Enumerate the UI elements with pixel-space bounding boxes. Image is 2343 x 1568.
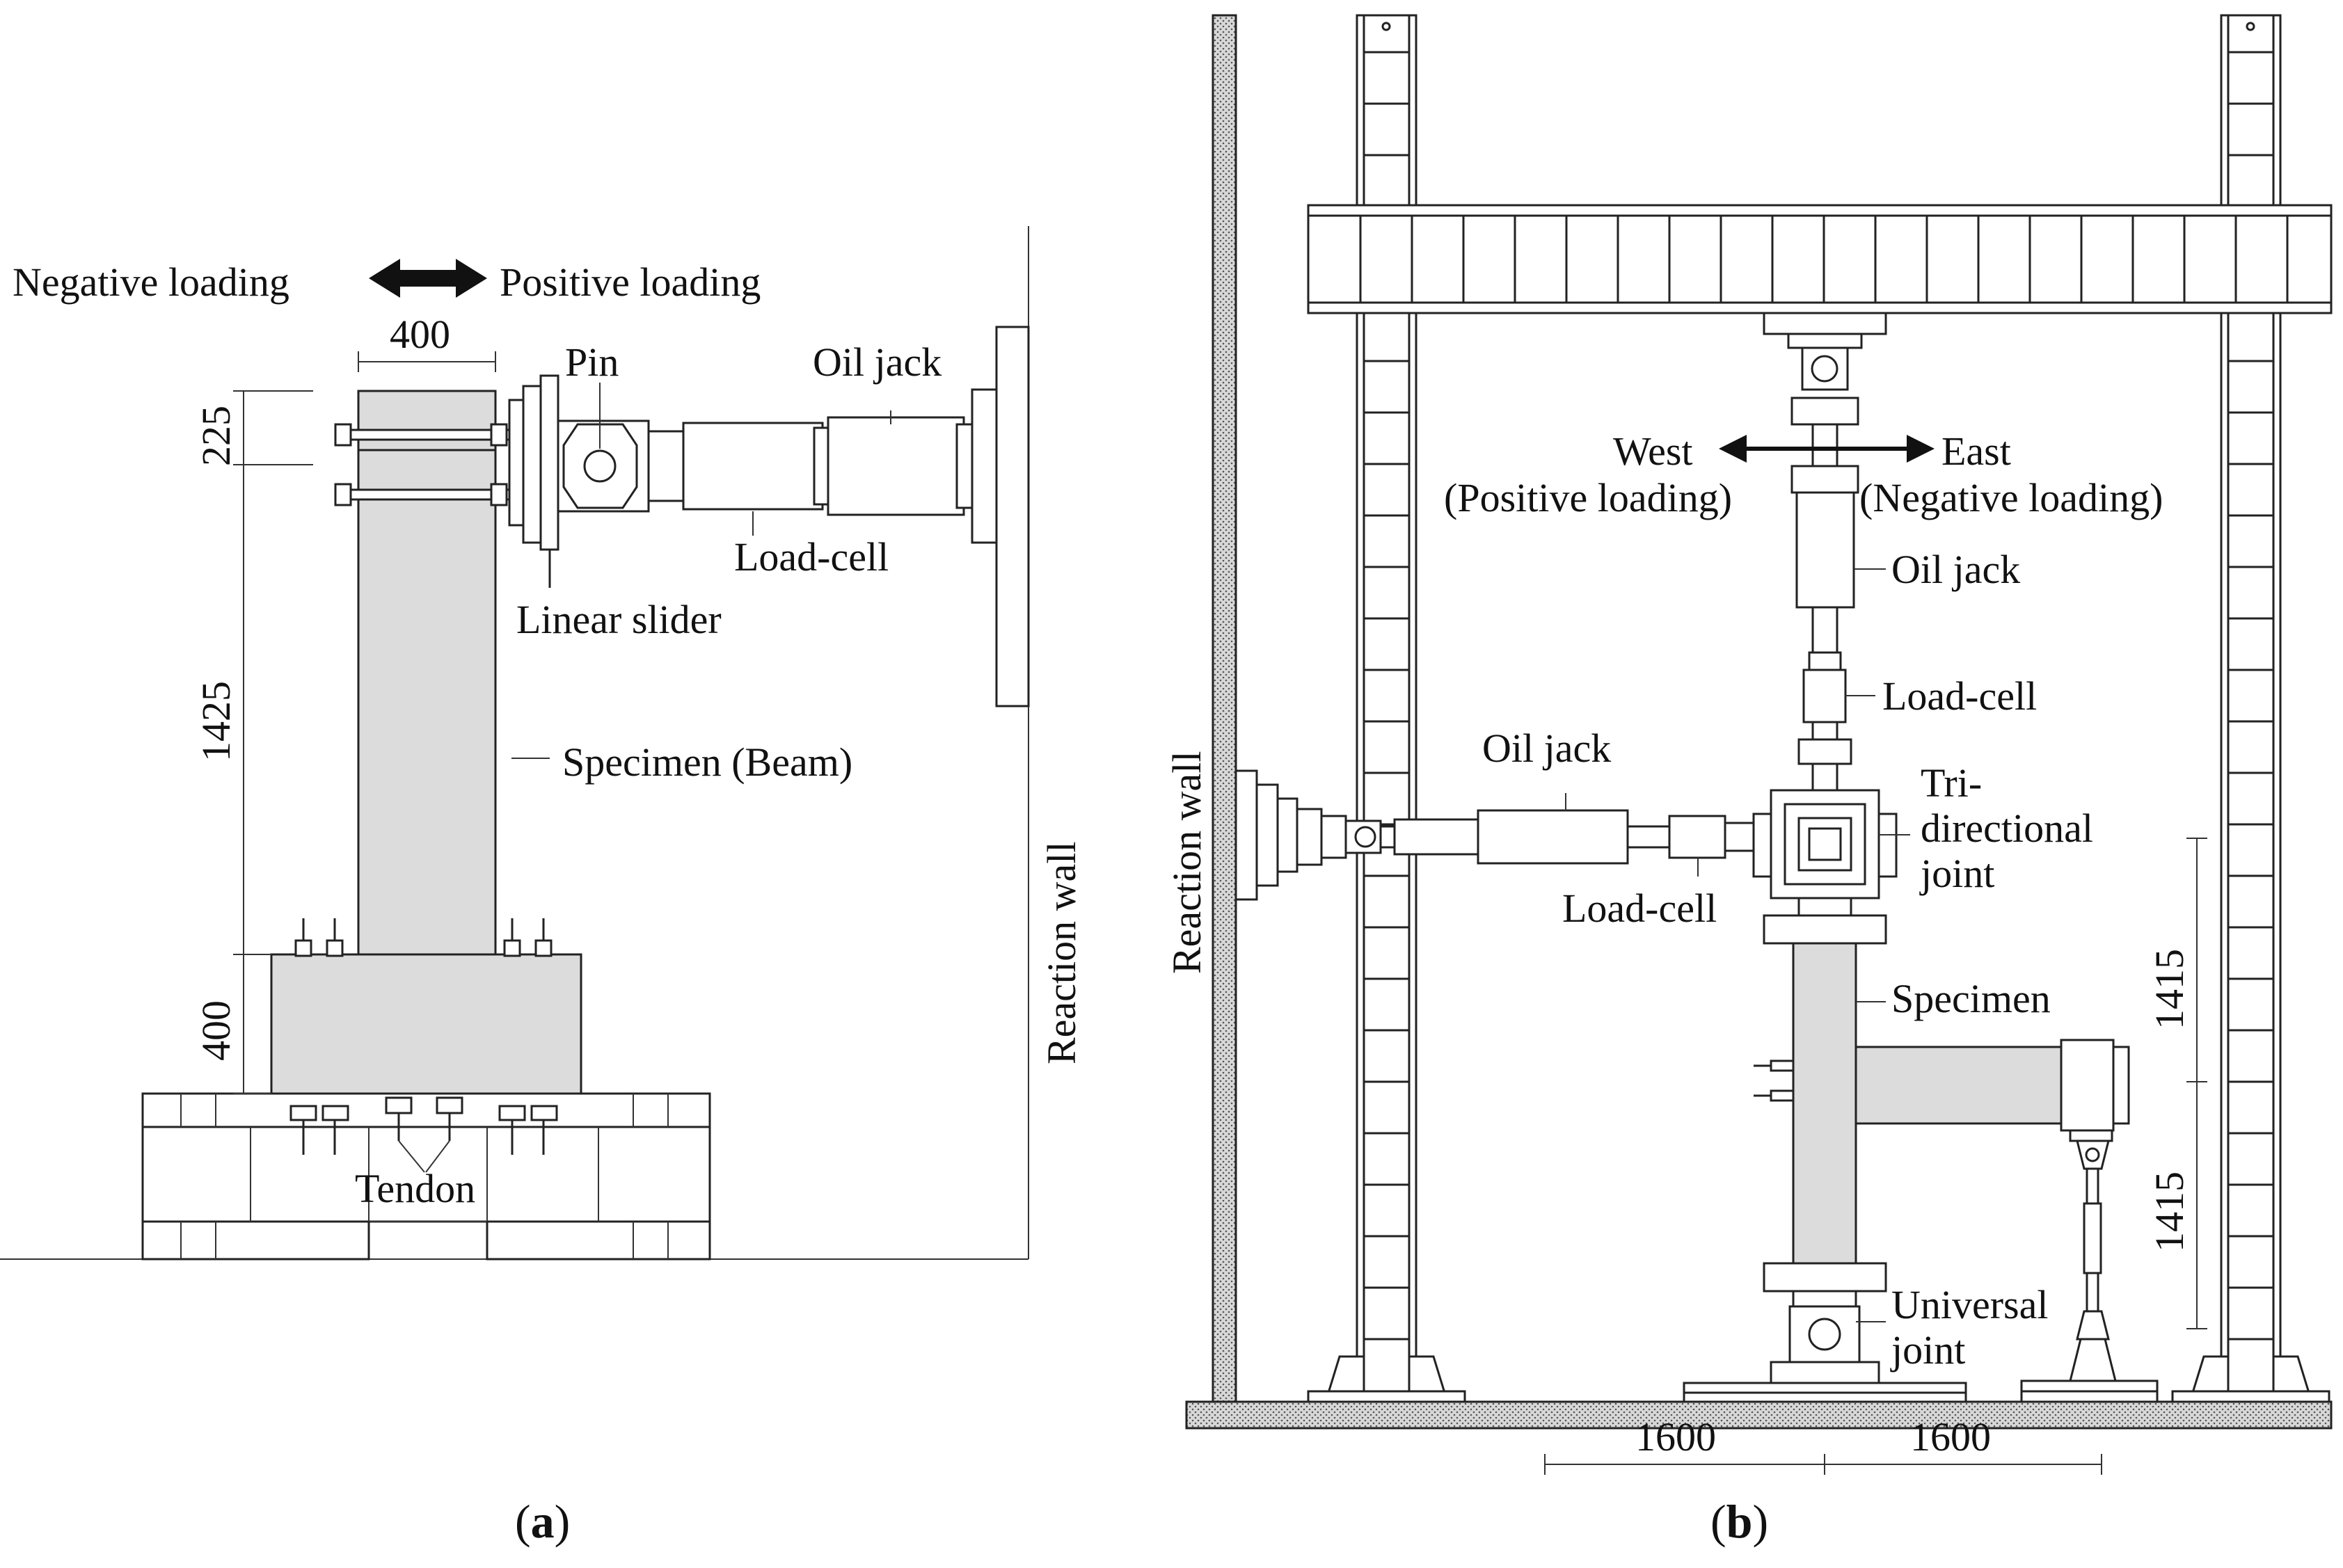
- tendon-leaders: [398, 1140, 450, 1173]
- specimen-beam: [357, 390, 497, 956]
- tendon-label: Tendon: [355, 1166, 475, 1211]
- oil-jack-vertical-label: Oil jack: [1891, 547, 2020, 592]
- specimen-beam-label: Specimen (Beam): [562, 739, 852, 785]
- top-bolts: [334, 423, 511, 506]
- caption-b: (b): [1710, 1495, 1768, 1548]
- foundation-stub: [270, 953, 582, 1095]
- positive-loading-label: Positive loading: [500, 259, 761, 305]
- reaction-plate-a: [995, 326, 1030, 707]
- panel-a: Negative loading Positive loading 400 22…: [0, 226, 1084, 1548]
- tri-joint-label-1: Tri-: [1921, 760, 1982, 806]
- pin-label: Pin: [565, 339, 619, 385]
- dimension-lines-a: [233, 351, 550, 1094]
- panel-b: West (Positive loading) East (Negative l…: [1164, 14, 2333, 1548]
- universal-joint: [1683, 1262, 1967, 1403]
- dimension-lines-b: [1544, 838, 2207, 1475]
- tri-directional-joint: [1752, 789, 1898, 945]
- base-steel-frame: [141, 1092, 711, 1261]
- load-cell-a: [682, 422, 829, 511]
- caption-a: (a): [515, 1495, 570, 1548]
- dim-1425-label: 1425: [193, 681, 239, 762]
- dim-1415-top-label: 1415: [2147, 949, 2192, 1030]
- specimen-arm-end: [2020, 1039, 2159, 1403]
- universal-joint-label-2: joint: [1890, 1327, 1965, 1373]
- dim-1600-right-label: 1600: [1910, 1414, 1991, 1459]
- dim-1600-left-label: 1600: [1635, 1414, 1716, 1459]
- ground-slab-b: [1185, 1400, 2333, 1430]
- oil-jack-a: [827, 388, 998, 544]
- dim-225-label: 225: [193, 406, 239, 466]
- load-cell-vertical-label: Load-cell: [1882, 673, 2037, 719]
- side-bolts-b: [1754, 1059, 1795, 1102]
- loading-direction-arrow-b: [1719, 435, 1935, 463]
- oil-jack-label-a: Oil jack: [813, 339, 942, 385]
- universal-joint-label-1: Universal: [1891, 1282, 2049, 1327]
- tri-joint-label-2: directional: [1921, 806, 2093, 851]
- horizontal-oil-jack-chain: [1296, 808, 1755, 866]
- column-feet: [1307, 1355, 2330, 1403]
- specimen-column-b: [1792, 942, 1857, 1265]
- linear-slider-label: Linear slider: [516, 597, 722, 642]
- pin-assembly: [508, 374, 685, 551]
- east-label: East: [1941, 429, 2011, 474]
- specimen-arm-b: [1854, 1046, 2063, 1125]
- west-sub-label: (Positive loading): [1444, 475, 1732, 520]
- tri-joint-label-3: joint: [1919, 851, 1994, 896]
- reaction-wall-label-a: Reaction wall: [1039, 841, 1084, 1064]
- west-label: West: [1613, 429, 1693, 474]
- dim-1415-bottom-label: 1415: [2147, 1171, 2192, 1252]
- negative-loading-label: Negative loading: [13, 259, 289, 305]
- load-cell-horizontal-label: Load-cell: [1562, 886, 1717, 931]
- load-cell-label-a: Load-cell: [734, 534, 889, 579]
- dim-width-label: 400: [390, 312, 450, 357]
- loading-direction-arrow-a: [369, 259, 487, 298]
- foundation-bolts: [289, 918, 558, 1155]
- vertical-oil-jack-chain: [1763, 312, 1887, 792]
- dim-400-label: 400: [193, 1000, 239, 1061]
- reaction-wall-label-b: Reaction wall: [1164, 751, 1209, 974]
- top-cross-beam: [1307, 204, 2333, 314]
- specimen-label-b: Specimen: [1891, 976, 2051, 1021]
- east-sub-label: (Negative loading): [1859, 475, 2163, 520]
- oil-jack-horizontal-label: Oil jack: [1482, 726, 1611, 771]
- reaction-wall-anchor: [1234, 769, 1298, 901]
- reaction-wall-b: [1212, 14, 1237, 1403]
